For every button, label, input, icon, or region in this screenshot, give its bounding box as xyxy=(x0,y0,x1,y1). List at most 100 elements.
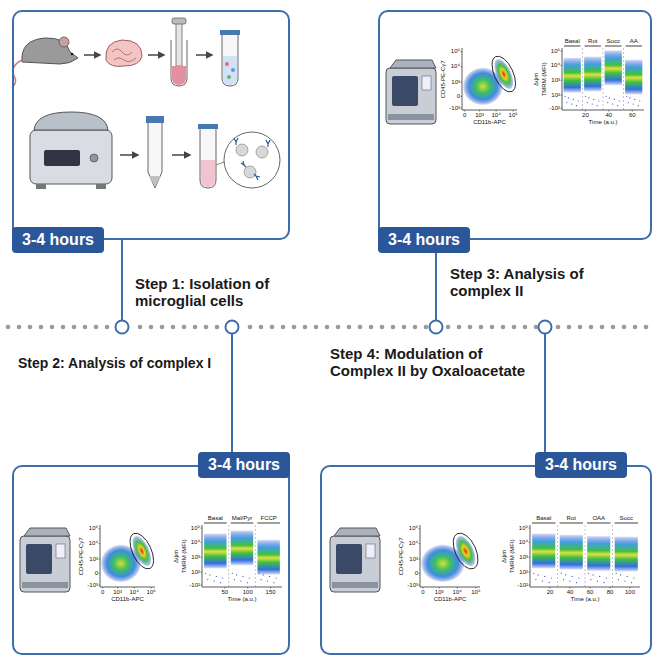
graphic xyxy=(615,537,638,572)
timeline-dot xyxy=(193,325,198,330)
graphic xyxy=(561,80,563,81)
graphic xyxy=(420,525,480,587)
graphic xyxy=(462,48,517,110)
axis-label: Basal xyxy=(208,515,223,522)
graphic xyxy=(560,523,584,524)
graphic xyxy=(572,576,573,577)
time-plot xyxy=(530,525,640,587)
timeline-dot xyxy=(215,325,220,330)
graphic xyxy=(390,60,436,68)
graphic xyxy=(607,102,608,103)
graphic xyxy=(561,65,563,66)
graphic xyxy=(201,542,203,543)
graphic xyxy=(267,581,268,582)
graphic xyxy=(535,579,536,580)
graphic xyxy=(258,573,259,574)
axis-label: Rot xyxy=(567,515,576,522)
graphic xyxy=(530,525,640,587)
axis-label: 10⁵ xyxy=(191,525,200,532)
timeline-dot xyxy=(567,325,572,330)
axis-label: Basal xyxy=(565,38,580,45)
graphic xyxy=(232,573,233,574)
graphic xyxy=(561,108,563,109)
graphic xyxy=(587,523,611,524)
graphic xyxy=(606,577,607,578)
graphic xyxy=(585,46,602,47)
axis-label: AA xyxy=(630,38,638,45)
graphic xyxy=(624,581,625,582)
axis-label: -10³ xyxy=(449,105,460,112)
timeline-dot xyxy=(160,325,165,330)
timeline-dot xyxy=(369,325,374,330)
axis-label: 100 xyxy=(243,589,253,596)
graphic xyxy=(598,100,599,101)
graphic xyxy=(216,576,217,577)
graphic xyxy=(392,76,418,106)
axis-label: Basal xyxy=(536,515,551,522)
graphic xyxy=(423,587,424,589)
graphic xyxy=(549,582,550,583)
graphic xyxy=(578,577,579,578)
timeline-dot xyxy=(556,325,561,330)
step-title: Step 2: Analysis of complex I xyxy=(18,356,211,371)
axis-label: Time (a.u.) xyxy=(571,596,600,603)
axis-label: 10³ xyxy=(409,556,418,563)
axis-label: 10³ xyxy=(475,112,484,119)
axis-label: 80 xyxy=(607,589,614,596)
flow-cytometer xyxy=(20,536,70,592)
graphic xyxy=(204,534,226,569)
graphic xyxy=(255,525,256,587)
graphic xyxy=(550,587,551,589)
axis-label: 20 xyxy=(582,112,589,119)
timeline-dot xyxy=(303,325,308,330)
graphic xyxy=(220,582,221,583)
gate xyxy=(448,529,483,572)
graphic xyxy=(587,102,588,103)
timeline-marker xyxy=(430,321,443,334)
dot-plot xyxy=(462,48,517,110)
timeline-dot xyxy=(391,325,396,330)
timeline-dot xyxy=(72,325,77,330)
graphic xyxy=(205,573,206,574)
graphic xyxy=(538,574,539,575)
axis-label: Mal/Pyr xyxy=(232,515,252,522)
graphic xyxy=(419,559,421,560)
timeline-dot xyxy=(479,325,484,330)
timeline-dot xyxy=(50,325,55,330)
step-link xyxy=(121,240,123,320)
axis-label: 10⁵ xyxy=(519,525,528,532)
graphic xyxy=(201,572,203,573)
axis-label: CD45-PE-Cy7 xyxy=(398,537,405,575)
graphic xyxy=(439,587,440,589)
graphic xyxy=(593,99,594,100)
graphic xyxy=(457,587,458,589)
graphic xyxy=(615,523,639,524)
timeline-marker xyxy=(116,321,129,334)
axis-label: 10⁵ xyxy=(471,589,480,596)
graphic xyxy=(419,585,421,586)
axis-label: 10⁵ xyxy=(551,48,560,55)
graphic xyxy=(204,523,227,524)
axis-label: 10³ xyxy=(519,554,528,561)
graphic xyxy=(585,110,586,112)
axis-label: 10⁵ xyxy=(147,589,156,596)
graphic xyxy=(626,96,627,97)
axis-label: 10³ xyxy=(113,589,122,596)
timeline-dot xyxy=(149,325,154,330)
graphic xyxy=(612,104,613,105)
graphic xyxy=(638,105,639,106)
graphic xyxy=(625,60,642,95)
graphic xyxy=(629,97,630,98)
graphic xyxy=(464,110,465,112)
graphic xyxy=(628,102,629,103)
graphic xyxy=(261,579,262,580)
graphic xyxy=(617,105,618,106)
step-title: Step 4: Modulation of Complex II by Oxal… xyxy=(330,346,535,379)
graphic xyxy=(201,528,203,529)
gate xyxy=(125,530,158,573)
graphic xyxy=(236,574,237,575)
timeline-marker xyxy=(226,321,239,334)
graphic xyxy=(561,573,562,574)
graphic xyxy=(475,587,476,589)
